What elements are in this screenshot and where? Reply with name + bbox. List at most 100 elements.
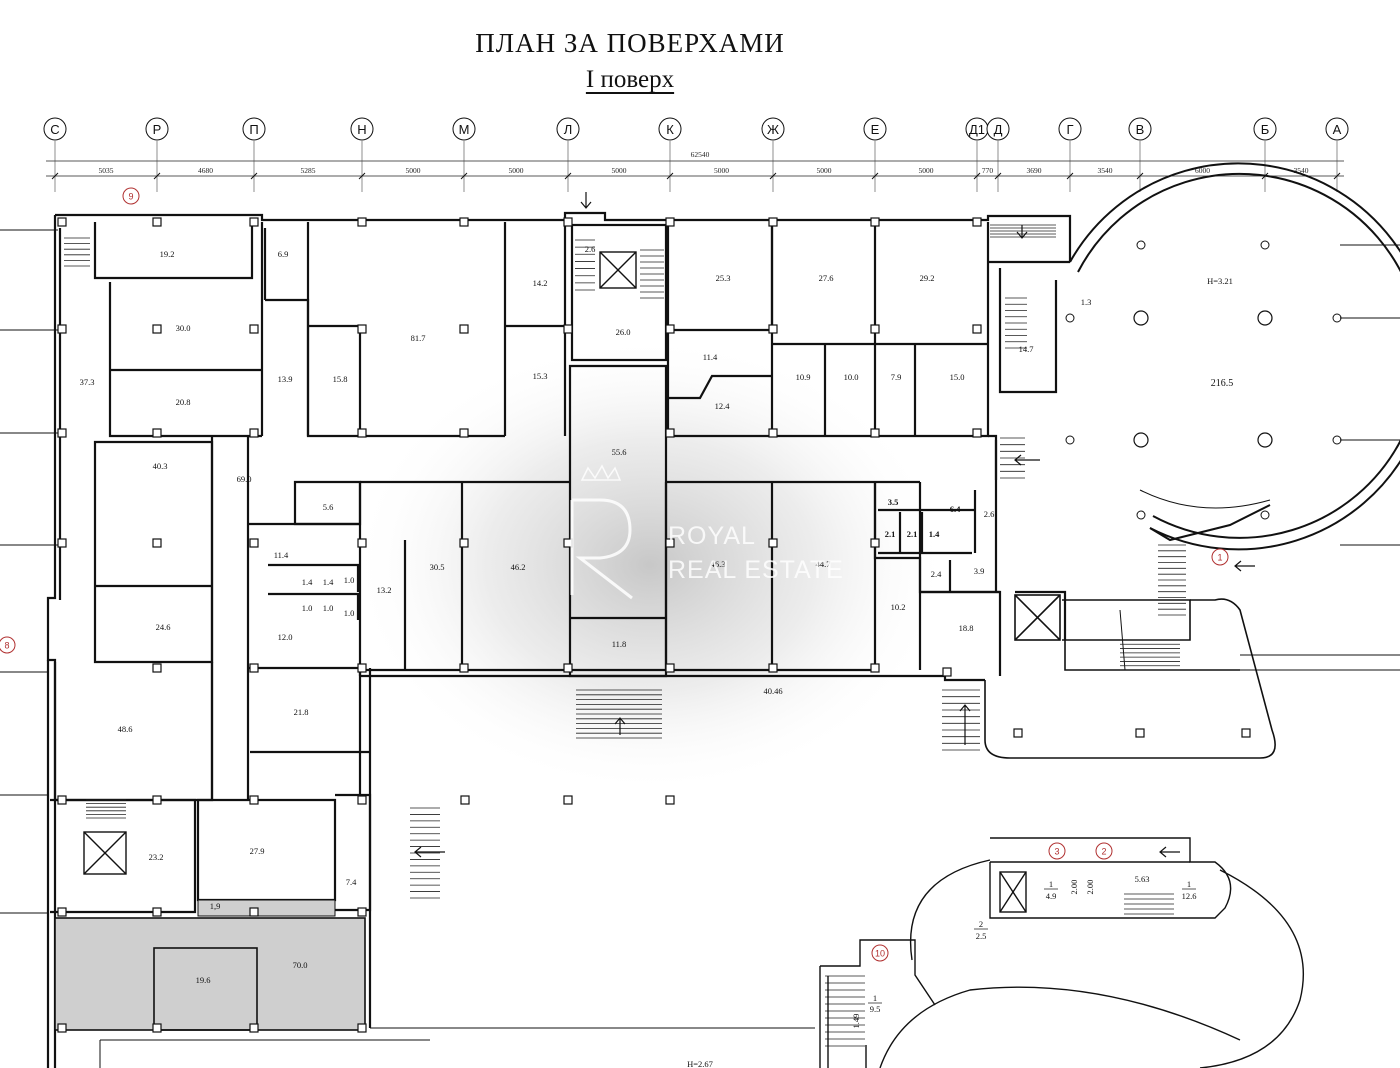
room-label-r13-2: 13.2 [377,585,392,595]
room-label-h-rotunda: H=3.21 [1207,276,1233,286]
column [57,428,67,438]
room-label-r40-3: 40.3 [153,461,168,471]
column [870,538,880,548]
dimension-tick [666,172,674,180]
room-label-r14-7: 14.7 [1019,344,1034,354]
section-marker-circle [1211,548,1229,566]
column [665,217,675,227]
column [459,217,469,227]
room-label-r26-0: 26.0 [616,327,631,337]
dimension-chain [46,160,1344,177]
room-label-r55-6: 55.6 [612,447,627,457]
column [57,907,67,917]
room-label-r5-6: 5.6 [323,502,334,512]
axis-label: В [1136,122,1145,137]
rotunda [1069,162,1400,551]
room-label-r27-6: 27.6 [819,273,834,283]
column [57,1023,67,1033]
axis-label: Ж [767,122,779,137]
section-marker-circle [122,187,140,205]
room-label-r3-9: 3.9 [974,566,985,576]
dimension-span: 6000 [1195,166,1210,175]
dimension-span: 5000 [612,166,627,175]
section-marker-circle [1048,842,1066,860]
room-label-r48-6: 48.6 [118,724,133,734]
room-label-r2-00b: 2.00 [1085,880,1095,895]
column [152,907,162,917]
room-label-r44-7: 44.7 [816,559,831,569]
room-label-r46-2: 46.2 [511,562,526,572]
small-round-column [1136,240,1146,250]
room-label-r2-1a: 2.1 [885,529,896,539]
dimension-tick [994,172,1002,180]
small-round-column [1332,313,1342,323]
room-label-r69-0: 69.0 [237,474,252,484]
column [357,324,367,334]
axis-bubble [761,117,785,141]
leader-lines [0,229,1400,914]
dimension-span: 5000 [919,166,934,175]
axis-label: Г [1066,122,1073,137]
room-label-f1-n: 1 [1049,879,1053,889]
column [357,795,367,805]
room-label-r12-4: 12.4 [715,401,731,411]
room-label-r1-3: 1.3 [1081,297,1092,307]
axis-label: Е [871,122,880,137]
structural-columns [57,217,1251,1033]
room-label-r30-0: 30.0 [176,323,191,333]
column [459,538,469,548]
column [459,663,469,673]
axis-bubble [863,117,887,141]
room-label-r10-2: 10.2 [891,602,906,612]
axis-label: Д1 [969,122,985,137]
axis-label: М [459,122,470,137]
room-label-r29-2: 29.2 [920,273,935,283]
dimension-total: 62540 [691,150,710,159]
rotunda-columns [1065,240,1342,520]
column [57,324,67,334]
column [57,795,67,805]
dimension-span: 4680 [198,166,213,175]
south-annex [819,837,1304,1068]
room-label-f4-n: 1 [873,993,877,1003]
column [152,1023,162,1033]
room-label-h-bottom: H=2.67 [687,1059,713,1068]
dimension-tick [460,172,468,180]
room-label-r40-46: 40.46 [763,686,782,696]
floor-subtitle: I поверх [585,66,675,93]
column [57,217,67,227]
column [249,538,259,548]
column [357,1023,367,1033]
axis-label: Н [357,122,366,137]
section-marker-circle [871,944,889,962]
dimension-tick [769,172,777,180]
dimension-span: 5000 [714,166,729,175]
axis-label: П [249,122,258,137]
room-label-r70-0: 70.0 [293,960,308,970]
column [768,663,778,673]
dimension-tick [250,172,258,180]
room-label-r11-4b: 11.4 [274,550,289,560]
column [152,428,162,438]
column [357,907,367,917]
entrance-arrows [414,192,1255,858]
room-label-f3-d: 2.5 [976,931,987,941]
dimension-span: 5285 [301,166,316,175]
column [563,663,573,673]
axis-label: А [1333,122,1342,137]
round-column [1133,310,1149,326]
column [972,324,982,334]
room-label-r23-2: 23.2 [149,852,164,862]
column [249,428,259,438]
dimension-span: 3540 [1294,166,1309,175]
column [870,428,880,438]
room-label-r15-8: 15.8 [333,374,348,384]
axis-label: Л [564,122,573,137]
stairs [64,224,1186,1047]
room-label-r15-3: 15.3 [533,371,548,381]
section-marker-label: 2 [1101,847,1106,857]
small-round-column [1136,510,1146,520]
column [152,217,162,227]
dimension-tick [51,172,59,180]
